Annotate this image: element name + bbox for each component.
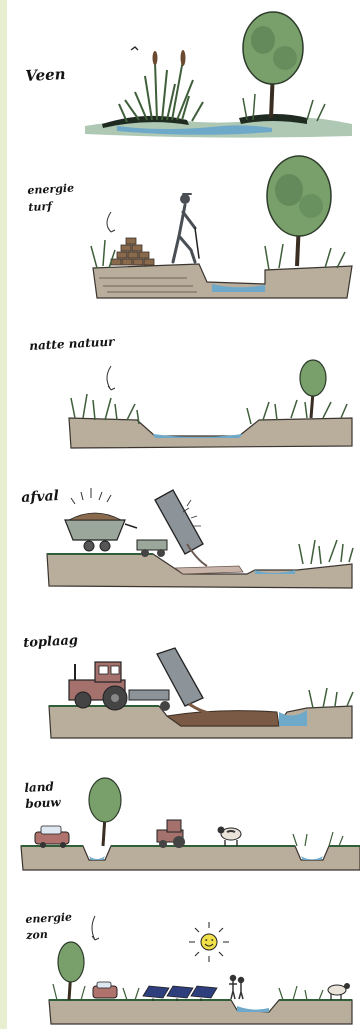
reeds xyxy=(119,60,203,122)
car xyxy=(93,982,117,998)
cow xyxy=(328,983,350,1000)
tree xyxy=(243,12,303,118)
ground xyxy=(93,264,352,298)
sun-icon xyxy=(189,922,229,962)
small-tractor xyxy=(157,820,185,848)
grass xyxy=(299,540,353,564)
panel-afval-illustration xyxy=(47,488,353,588)
ditch-water-left xyxy=(89,856,105,860)
tipper-truck xyxy=(137,490,207,566)
panel-veen-illustration xyxy=(85,12,352,138)
topsoil-layer xyxy=(167,711,279,726)
peat-stack xyxy=(111,238,154,265)
sketch-drawings xyxy=(7,0,360,1029)
ground xyxy=(49,1000,352,1024)
ground xyxy=(21,846,360,870)
tree xyxy=(300,360,326,418)
peat-cutter-figure xyxy=(173,194,199,262)
panel-natte-natuur-illustration xyxy=(69,360,352,448)
wheelbarrow xyxy=(65,513,137,551)
tree xyxy=(267,156,331,266)
water xyxy=(237,1006,269,1012)
tractor xyxy=(69,662,127,710)
cow xyxy=(218,827,242,847)
ground xyxy=(69,418,352,448)
panel-energie-turf-illustration xyxy=(91,156,352,298)
tipper-trailer xyxy=(129,648,213,714)
panel-toplaag-illustration xyxy=(49,648,353,738)
panel-landbouw-illustration xyxy=(21,778,360,870)
tree xyxy=(58,942,84,1000)
sketch-sheet: Veen energie turf natte natuur afval top… xyxy=(7,0,360,1029)
panel-energie-zon-illustration xyxy=(49,916,352,1024)
solar-panels xyxy=(143,986,217,1001)
people xyxy=(229,976,244,1000)
car xyxy=(35,826,69,848)
tree xyxy=(89,778,121,846)
